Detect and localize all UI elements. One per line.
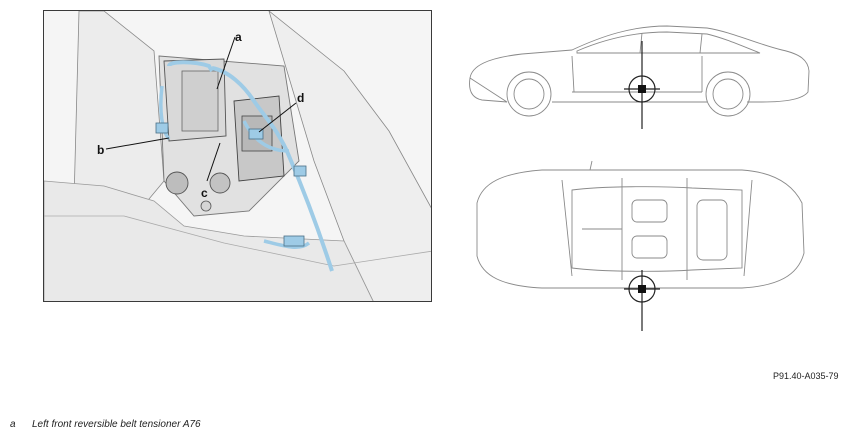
- legend-row-a: a Left front reversible belt tensioner A7…: [10, 419, 201, 430]
- detail-illustration: a b c d: [43, 10, 432, 302]
- vehicle-side-view: [469, 25, 810, 129]
- legend-key: a: [10, 419, 16, 430]
- callout-a: a: [235, 30, 242, 44]
- figure-code: P91.40-A035-79: [773, 371, 839, 381]
- b-pillar-illustration: [44, 11, 431, 301]
- callout-b: b: [97, 143, 105, 157]
- callout-c: c: [201, 186, 208, 200]
- callout-d: d: [297, 91, 305, 105]
- legend-text: Left front reversible belt tensioner A76: [32, 419, 201, 430]
- vehicle-top-view: [476, 160, 805, 331]
